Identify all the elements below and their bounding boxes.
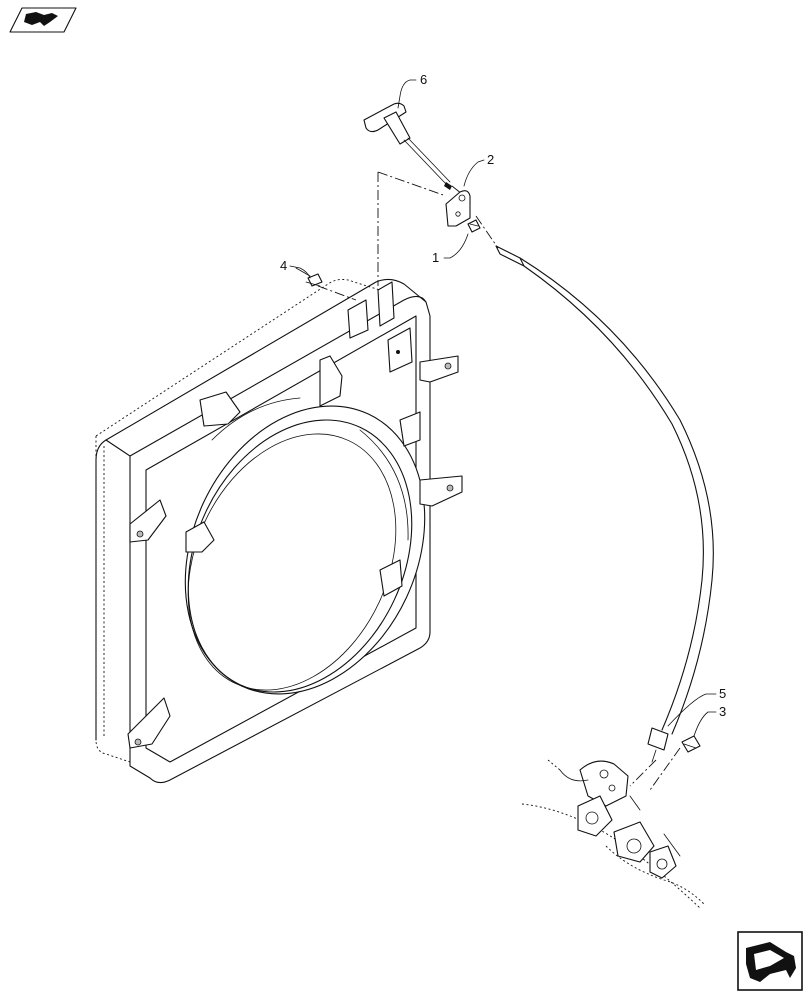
callout-2: 2 bbox=[487, 152, 494, 167]
engine-lever-assembly bbox=[521, 759, 705, 909]
part-2-bracket bbox=[445, 190, 471, 227]
callout-3: 3 bbox=[719, 704, 726, 719]
callout-1: 1 bbox=[432, 250, 439, 265]
part-4-clip bbox=[295, 267, 357, 301]
leader-lines bbox=[289, 79, 717, 737]
part-6-t-handle bbox=[363, 102, 452, 190]
callout-5: 5 bbox=[719, 686, 726, 701]
part-5-cable bbox=[495, 245, 714, 763]
part-3-fitting bbox=[681, 735, 701, 753]
callout-6: 6 bbox=[420, 72, 427, 87]
assembly-center-lines bbox=[377, 171, 681, 791]
callout-4: 4 bbox=[280, 258, 287, 273]
part-1-screw bbox=[467, 219, 481, 233]
navigation-arrow-icon[interactable] bbox=[737, 931, 803, 991]
fan-shroud-frame bbox=[95, 278, 463, 784]
open-book-icon[interactable] bbox=[9, 7, 77, 33]
